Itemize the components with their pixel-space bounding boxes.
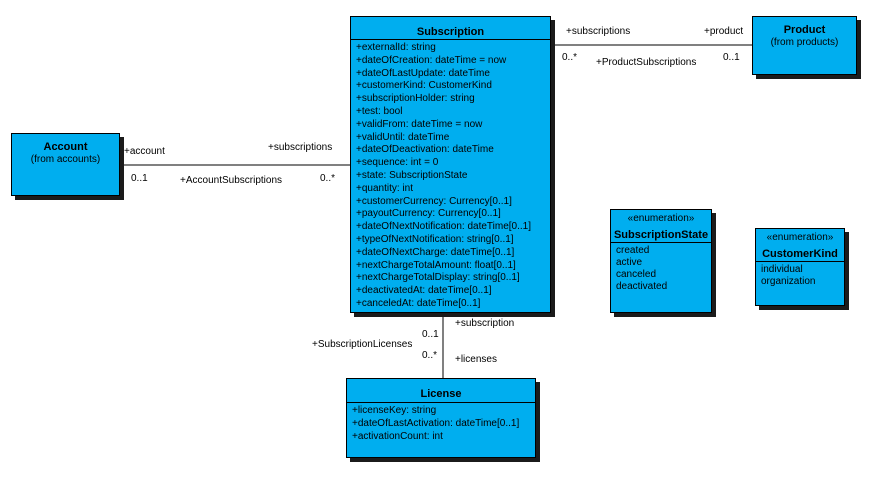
subscription-attribute: +validFrom: dateTime = now: [356, 118, 483, 130]
product-subscriptions-association-name: +ProductSubscriptions: [596, 57, 697, 68]
customer-kind-literals: individual organization: [756, 262, 844, 288]
license-attribute: +activationCount: int: [352, 430, 443, 442]
subscription-attribute: +deactivatedAt: dateTime[0..1]: [356, 285, 492, 297]
subscription-class-header: Subscription: [351, 17, 550, 40]
enum-literal: organization: [761, 276, 816, 287]
subscription-attribute: +test: bool: [356, 105, 403, 117]
subscription-attribute: +dateOfLastUpdate: dateTime: [356, 67, 490, 79]
customer-kind-enum[interactable]: «enumeration» CustomerKind individual or…: [755, 228, 845, 306]
license-subscription-role-label: +subscription: [455, 318, 515, 329]
account-class-header: Account (from accounts): [12, 134, 119, 166]
product-class-package: (from products): [770, 37, 839, 48]
account-class-name: Account: [43, 141, 88, 153]
license-attribute: +dateOfLastActivation: dateTime[0..1]: [352, 417, 520, 429]
subscription-attribute: +payoutCurrency: Currency[0..1]: [356, 208, 501, 220]
licenses-role-label: +licenses: [455, 354, 497, 365]
subscription-attribute: +dateOfDeactivation: dateTime: [356, 144, 494, 156]
enum-literal: active: [616, 257, 643, 268]
license-attributes: +licenseKey: string +dateOfLastActivatio…: [347, 403, 535, 443]
license-class-header: License: [347, 379, 535, 403]
product-class[interactable]: Product (from products): [752, 16, 857, 75]
subscription-attribute: +externalId: string: [356, 42, 436, 53]
subscription-attribute: +typeOfNextNotification: string[0..1]: [356, 233, 514, 245]
subscription-attribute: +customerCurrency: Currency[0..1]: [356, 195, 512, 207]
subscription-class[interactable]: Subscription +externalId: string +dateOf…: [350, 16, 551, 313]
product-subscriptions-multiplicity-label: 0..*: [562, 52, 578, 63]
product-multiplicity-label: 0..1: [723, 52, 740, 63]
enum-literal: created: [616, 245, 650, 256]
customer-kind-name: CustomerKind: [762, 248, 838, 260]
subscription-attribute: +nextChargeTotalAmount: float[0..1]: [356, 259, 516, 271]
product-role-label: +product: [704, 26, 744, 37]
subscription-state-literals: created active canceled deactivated: [611, 243, 711, 293]
account-multiplicity-label: 0..1: [131, 173, 148, 184]
subscription-attribute: +customerKind: CustomerKind: [356, 80, 492, 92]
subscription-state-enum[interactable]: «enumeration» SubscriptionState created …: [610, 209, 712, 313]
account-subscriptions-association-name: +AccountSubscriptions: [180, 175, 283, 186]
account-role-label: +account: [124, 146, 165, 157]
subscription-licenses-association-name: +SubscriptionLicenses: [312, 339, 413, 350]
product-subscriptions-role-label: +subscriptions: [566, 26, 631, 37]
license-subscription-multiplicity-label: 0..1: [422, 329, 439, 340]
customer-kind-header: «enumeration» CustomerKind: [756, 229, 844, 262]
subscription-attribute: +sequence: int = 0: [356, 157, 439, 169]
subscription-attribute: +dateOfNextCharge: dateTime[0..1]: [356, 246, 515, 258]
subscription-state-name: SubscriptionState: [613, 229, 709, 241]
license-attribute: +licenseKey: string: [352, 405, 437, 416]
licenses-multiplicity-label: 0..*: [422, 350, 438, 361]
subscription-attribute: +canceledAt: dateTime[0..1]: [356, 297, 481, 309]
subscription-state-stereotype: «enumeration»: [627, 213, 695, 224]
account-subscriptions-multiplicity-label: 0..*: [320, 173, 336, 184]
license-class-name: License: [420, 388, 462, 400]
subscription-attribute: +nextChargeTotalDisplay: string[0..1]: [356, 272, 520, 284]
customer-kind-stereotype: «enumeration»: [766, 232, 834, 243]
subscription-attribute: +dateOfNextNotification: dateTime[0..1]: [356, 221, 531, 233]
subscription-attribute: +validUntil: dateTime: [356, 131, 450, 143]
subscription-class-name: Subscription: [416, 26, 485, 38]
account-class-package: (from accounts): [30, 154, 101, 165]
license-class[interactable]: License +licenseKey: string +dateOfLastA…: [346, 378, 536, 458]
enum-literal: individual: [761, 264, 803, 275]
subscription-attribute: +quantity: int: [356, 182, 413, 194]
subscription-attribute: +state: SubscriptionState: [356, 169, 468, 181]
account-subscriptions-role-label: +subscriptions: [268, 142, 333, 153]
enum-literal: deactivated: [616, 281, 668, 292]
subscription-attributes: +externalId: string +dateOfCreation: dat…: [351, 40, 550, 311]
enum-literal: canceled: [616, 269, 657, 280]
product-class-header: Product (from products): [753, 17, 856, 49]
account-class[interactable]: Account (from accounts): [11, 133, 120, 196]
subscription-attribute: +dateOfCreation: dateTime = now: [356, 54, 507, 66]
product-class-name: Product: [783, 24, 826, 36]
subscription-attribute: +subscriptionHolder: string: [356, 93, 475, 105]
subscription-state-header: «enumeration» SubscriptionState: [611, 210, 711, 243]
